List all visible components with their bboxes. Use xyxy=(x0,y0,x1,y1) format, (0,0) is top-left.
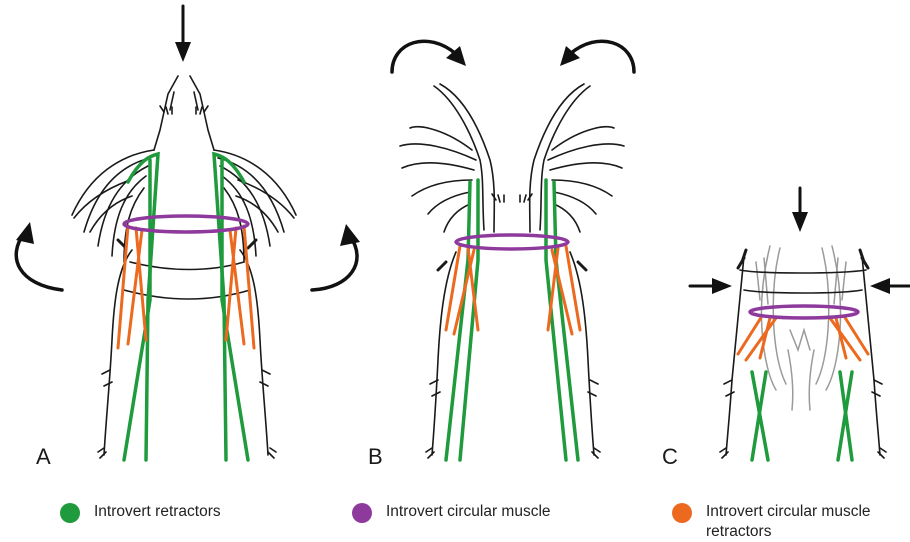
panel-a-right-curved-arrow xyxy=(312,224,360,290)
panel-c-circular-retractors xyxy=(738,316,868,360)
panel-a-label: A xyxy=(36,444,51,469)
legend-label: Introvert retractors xyxy=(94,502,221,522)
panel-a-top-arrow xyxy=(175,6,191,62)
panel-b-left-curved-arrow xyxy=(392,41,466,72)
panel-b-label: B xyxy=(368,444,383,469)
legend-item-circular-muscle: Introvert circular muscle xyxy=(352,502,551,523)
legend-item-retractors: Introvert retractors xyxy=(60,502,221,523)
panel-b-drawing xyxy=(392,41,634,460)
legend-label: Introvert circular muscle retractors xyxy=(706,502,904,542)
panel-a-left-curved-arrow xyxy=(16,222,62,290)
panel-b-introvert-retractors xyxy=(446,180,578,460)
panel-b-circular-muscle xyxy=(456,235,568,249)
panel-b-right-curved-arrow xyxy=(560,41,634,72)
panel-a-circular-muscle xyxy=(124,216,248,232)
panel-c-drawing xyxy=(690,188,910,460)
panel-c-label: C xyxy=(662,444,678,469)
panel-a-circular-retractors xyxy=(118,226,254,348)
panel-c-left-arrow xyxy=(690,278,732,294)
panel-c-introvert-retractors xyxy=(752,372,852,460)
panel-a-drawing xyxy=(16,6,360,460)
panel-c-top-arrow xyxy=(792,188,808,232)
introvert-diagram: A xyxy=(0,0,910,470)
legend-label: Introvert circular muscle xyxy=(386,502,551,522)
panel-c-right-arrow xyxy=(870,278,910,294)
legend-swatch-orange xyxy=(672,503,692,523)
legend-item-circular-retractors: Introvert circular muscle retractors xyxy=(672,502,904,542)
panel-c-circular-muscle xyxy=(750,306,858,318)
legend-swatch-purple xyxy=(352,503,372,523)
legend-swatch-green xyxy=(60,503,80,523)
